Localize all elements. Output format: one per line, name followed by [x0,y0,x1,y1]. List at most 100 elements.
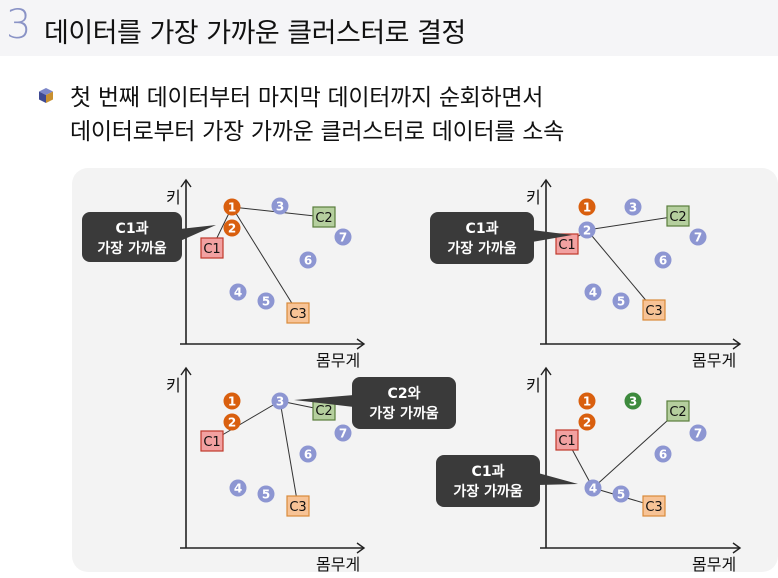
data-point-2 [223,219,241,237]
cube-bullet-icon [39,88,53,103]
cluster-label: C2 [315,404,332,419]
x-axis-arrow-icon [732,338,742,350]
y-axis-label: 키 [526,376,541,395]
distance-line [586,229,655,311]
x-axis-arrow-icon [356,338,366,350]
data-point-5 [612,485,630,503]
cluster-c1 [555,233,579,255]
data-point-label: 1 [583,201,591,215]
data-point-3 [271,197,289,215]
data-point-label: 6 [304,254,312,268]
callout-line-2: 가장 가까움 [369,405,438,422]
callout-line-1: C1과 [116,221,149,237]
data-point-label: 1 [228,395,236,409]
cluster-label: C1 [203,435,220,450]
callout-line-1: C2와 [388,385,421,402]
section-number: 3 [6,2,32,48]
data-point-label: 7 [694,231,702,245]
data-point-label: 5 [262,488,270,502]
cluster-label: C3 [289,500,306,515]
x-axis-arrow-icon [732,542,742,554]
data-point-label: 5 [262,295,270,309]
data-point-2 [578,413,596,431]
cluster-label: C2 [315,211,332,226]
data-point-label: 7 [694,427,702,441]
callout-line-2: 가장 가까움 [447,240,516,257]
callout-pointer [294,395,354,407]
data-point-label: 6 [659,448,667,462]
y-axis-arrow-icon [540,366,552,376]
data-point-label: 4 [589,286,597,300]
data-point-7 [689,228,707,246]
callout-bubble [430,212,534,264]
data-point-label: 4 [234,286,242,300]
callout-pointer [538,473,578,485]
cluster-c3 [642,495,666,517]
data-point-label: 3 [629,395,637,409]
slide-title: 데이터를 가장 가까운 클러스터로 결정 [44,18,466,49]
cluster-c2 [312,206,336,228]
callout-pointer [532,230,572,242]
cluster-c1 [555,429,579,451]
y-axis-arrow-icon [180,366,192,376]
data-point-7 [334,424,352,442]
callout-bubble [352,377,456,429]
data-point-4 [229,479,247,497]
data-point-3 [624,392,642,410]
data-point-5 [257,485,275,503]
data-point-4 [584,283,602,301]
data-point-label: 5 [617,488,625,502]
data-point-1 [578,198,596,216]
data-point-4 [229,283,247,301]
data-point-label: 5 [617,295,625,309]
cluster-c2 [666,400,690,422]
distance-line [592,410,679,489]
data-point-1 [223,198,241,216]
cluster-c1 [200,237,224,259]
y-axis-label: 키 [526,188,541,207]
cluster-label: C3 [645,304,662,319]
x-axis-label: 몸무게 [316,351,360,370]
bullet-line-2: 데이터로부터 가장 가까운 클러스터로 데이터를 소속 [70,119,564,145]
callout-line-1: C1과 [472,464,505,480]
data-point-1 [223,392,241,410]
slide-header: 3 데이터를 가장 가까운 클러스터로 결정 [0,0,778,56]
data-point-4 [584,479,602,497]
distance-line [231,206,299,314]
data-point-label: 2 [228,416,236,430]
data-point-label: 1 [228,201,236,215]
data-point-label: 3 [629,201,637,215]
x-axis-label: 몸무게 [316,555,360,574]
data-point-label: 1 [583,395,591,409]
callout-line-1: C1과 [466,221,499,237]
y-axis-label: 키 [166,376,181,395]
cluster-c3 [642,299,666,321]
cluster-label: C3 [289,307,306,322]
cluster-label: C1 [203,242,220,257]
data-point-7 [689,424,707,442]
data-point-6 [654,251,672,269]
data-point-label: 2 [228,222,236,236]
data-point-3 [624,198,642,216]
bullet-line-1: 첫 번째 데이터부터 마지막 데이터까지 순회하면서 [70,85,544,111]
cluster-label: C2 [669,405,686,420]
cluster-c3 [286,302,310,324]
callout-bubble [82,212,182,262]
data-point-label: 7 [339,427,347,441]
x-axis-label: 몸무게 [692,555,736,574]
x-axis-arrow-icon [356,542,366,554]
y-axis-arrow-icon [540,178,552,188]
data-point-label: 6 [304,448,312,462]
data-point-7 [334,228,352,246]
cluster-label: C2 [669,210,686,225]
data-point-label: 3 [276,395,284,409]
callout-line-2: 가장 가까움 [453,483,522,500]
data-point-label: 4 [234,482,242,496]
y-axis-arrow-icon [180,178,192,188]
data-point-3 [271,392,289,410]
cluster-c2 [666,205,690,227]
